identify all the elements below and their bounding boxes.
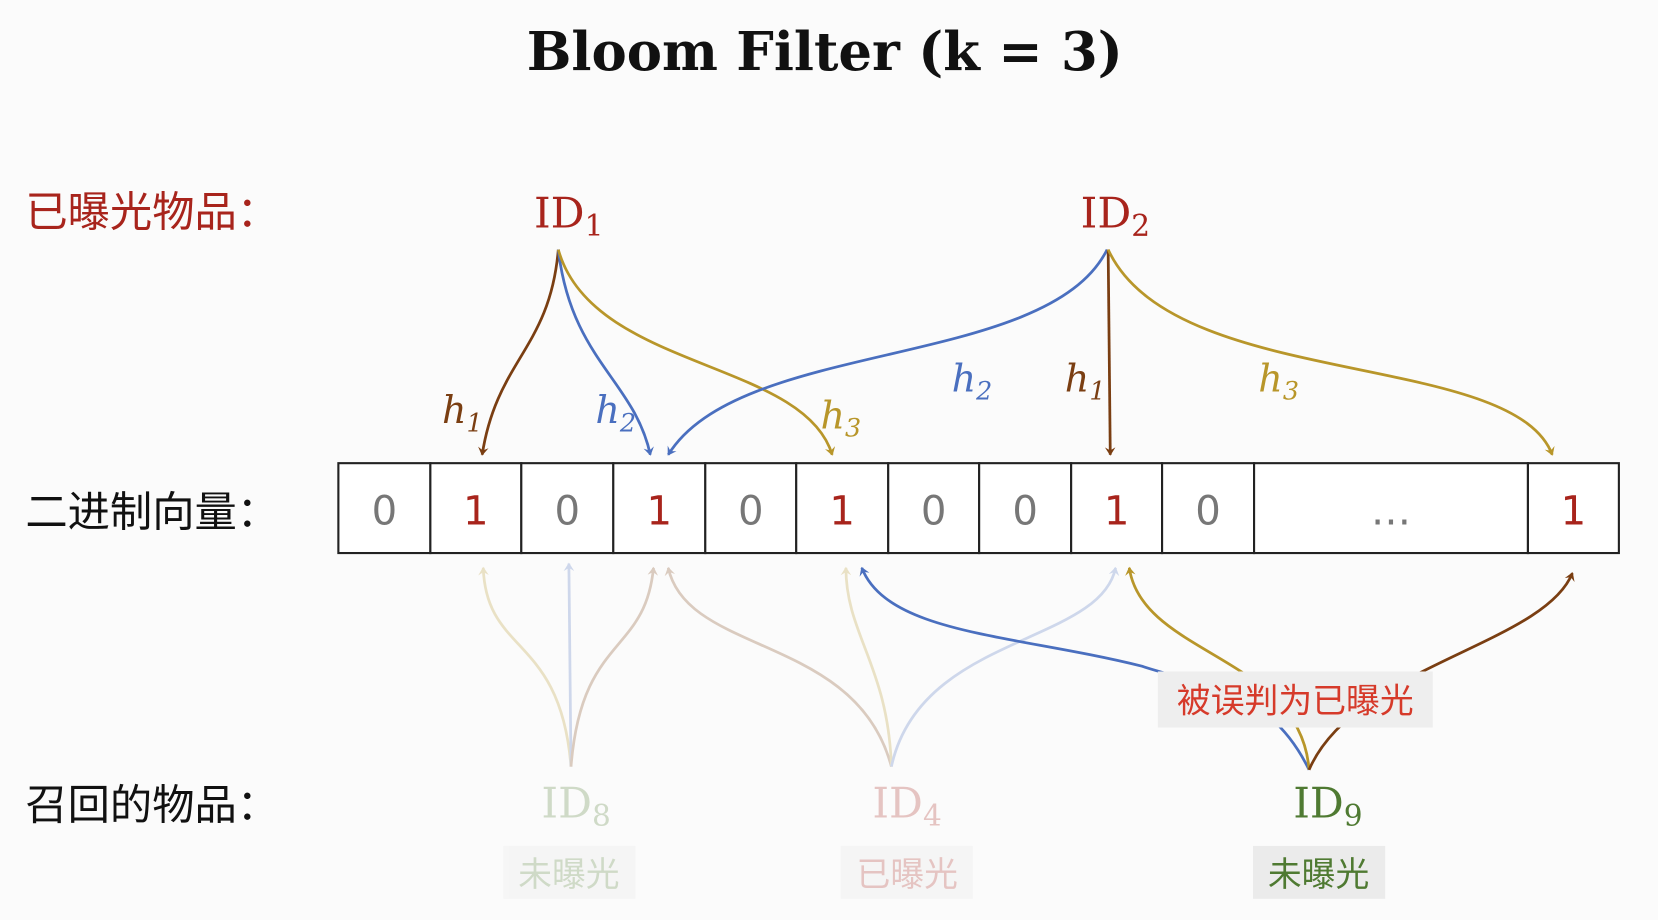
recalled-item-id4: ID4 已曝光	[840, 778, 973, 899]
exposed-item-id1: ID1	[534, 188, 603, 242]
hash-arrows-exposed	[478, 248, 1555, 456]
arrow-id4-h1	[664, 566, 893, 767]
vector-cell-value: …	[1371, 489, 1411, 535]
svg-text:ID9: ID9	[1293, 778, 1362, 832]
status-badge: 未曝光	[518, 855, 619, 894]
vector-cell-value: 1	[647, 489, 673, 535]
false-positive-note-bg	[1157, 671, 1433, 728]
arrow-id1-h3	[556, 249, 836, 456]
vector-cell	[978, 462, 1073, 555]
arrow-id8-h2	[563, 562, 575, 767]
vector-cell-value: 0	[555, 489, 581, 535]
label-exposed-items: 已曝光物品：	[25, 187, 279, 236]
vector-cell	[429, 462, 523, 555]
vector-cell-value: 1	[1561, 489, 1587, 535]
vector-cell	[704, 462, 798, 555]
arrow-id9-h3	[1125, 566, 1311, 770]
page-title: Bloom Filter (k = 3)	[527, 21, 1123, 83]
arrow-id2-h3	[1106, 248, 1555, 456]
hash-label-h3: h3	[1258, 356, 1299, 405]
vector-cell	[1161, 462, 1256, 555]
arrow-id2-h2	[667, 248, 1109, 456]
vector-cell	[337, 462, 432, 555]
arrow-id1-h2	[556, 249, 654, 456]
vector-cell-value: 1	[463, 489, 489, 535]
arrow-id2-h1	[1104, 249, 1116, 456]
arrow-id8-h1	[569, 566, 659, 767]
hash-label-h1: h1	[442, 388, 483, 437]
vector-cell-value: 1	[1104, 489, 1130, 535]
vector-cell-value: 0	[1195, 489, 1221, 535]
vector-cell-value: 1	[829, 489, 855, 535]
hash-label-h2: h2	[952, 356, 993, 405]
status-badge: 未曝光	[1268, 855, 1369, 894]
vector-cell	[795, 462, 890, 555]
arrow-id9-h1	[1307, 572, 1575, 771]
arrow-id1-h1	[478, 249, 560, 456]
hash-label-h2: h2	[595, 388, 636, 437]
hash-label-h1: h1	[1065, 356, 1106, 405]
vector-cell-value: 0	[372, 489, 398, 535]
vector-cell	[520, 462, 615, 555]
arrow-id4-h3	[840, 566, 893, 767]
svg-text:ID4: ID4	[872, 778, 941, 832]
svg-text:ID8: ID8	[541, 778, 610, 832]
binary-vector: 0 1 0 1 0 1 0 0 1 0 … 1	[337, 462, 1620, 555]
vector-cell-value: 0	[921, 489, 947, 535]
recalled-item-id9: ID9 未曝光	[1253, 778, 1386, 899]
hash-arrows-recalled	[478, 562, 1575, 771]
vector-cell	[1070, 462, 1164, 555]
recalled-item-id8: ID8 未曝光	[503, 778, 636, 899]
vector-cell-value: 0	[1012, 489, 1038, 535]
false-positive-note: 被误判为已曝光	[1177, 682, 1414, 721]
vector-cell	[887, 462, 981, 555]
arrow-id9-h2	[859, 566, 1311, 771]
exposed-item-id2: ID2	[1081, 188, 1150, 242]
hash-label-h3: h3	[821, 393, 862, 442]
status-badge: 已曝光	[857, 855, 958, 894]
arrow-id8-h3	[478, 566, 573, 767]
label-binary-vector: 二进制向量：	[25, 488, 279, 537]
arrow-id4-h2	[890, 566, 1120, 767]
vector-cell	[1526, 462, 1620, 555]
label-recalled-items: 召回的物品：	[25, 781, 279, 830]
vector-cell-value: 0	[738, 489, 764, 535]
